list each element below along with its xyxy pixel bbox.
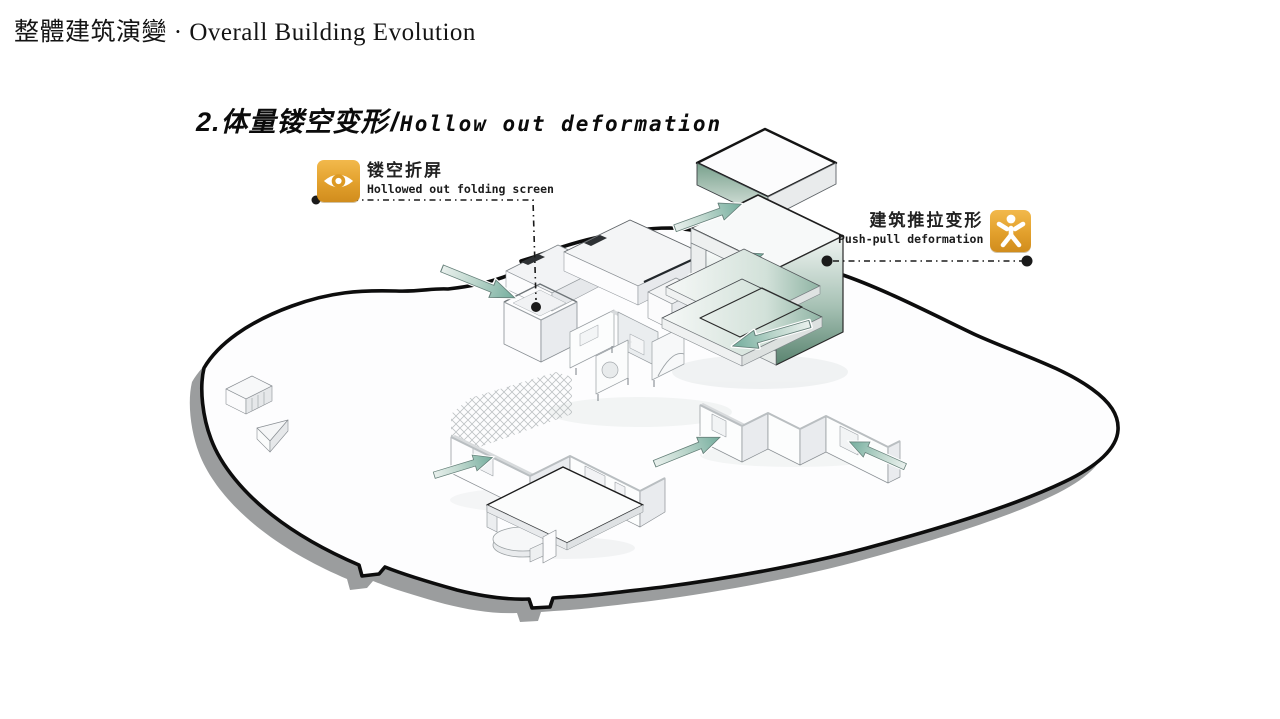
partition-walls-center [569, 309, 685, 401]
subtitle-slash: / [390, 107, 399, 137]
eye-icon [317, 160, 360, 202]
callout-push-pull: 建筑推拉变形 Push-pull deformation [838, 210, 1032, 252]
wall-legs [575, 346, 655, 401]
jumping-figure-icon [990, 210, 1032, 252]
leader-anchor-dot [821, 255, 833, 267]
subtitle-zh: 2.体量镂空变形 [196, 107, 389, 137]
zigzag-walls-right [699, 403, 901, 484]
callout-right-title: 建筑推拉变形 [869, 211, 984, 230]
leader-right [821, 255, 1033, 267]
leader-target-dot [531, 302, 541, 312]
leader-end-dot [1021, 255, 1033, 267]
callout-right-subtitle: Push-pull deformation [838, 231, 984, 246]
subtitle-en: Hollow out deformation [400, 112, 723, 136]
callout-left-subtitle: Hollowed out folding screen [367, 181, 554, 196]
container-box [225, 375, 273, 415]
page-title: 整體建筑演變 · Overall Building Evolution [14, 19, 476, 46]
lattice-fence [451, 372, 572, 453]
section-subtitle: 2.体量镂空变形 / Hollow out deformation [196, 100, 722, 139]
prism-object [256, 419, 289, 453]
pavilion-building [486, 466, 644, 564]
callout-left-title: 镂空折屏 [367, 161, 443, 180]
callout-hollow-screen: 镂空折屏 Hollowed out folding screen [317, 160, 554, 202]
tower-exploded-stack [647, 127, 844, 367]
building-hollow-screen-box [503, 283, 578, 363]
